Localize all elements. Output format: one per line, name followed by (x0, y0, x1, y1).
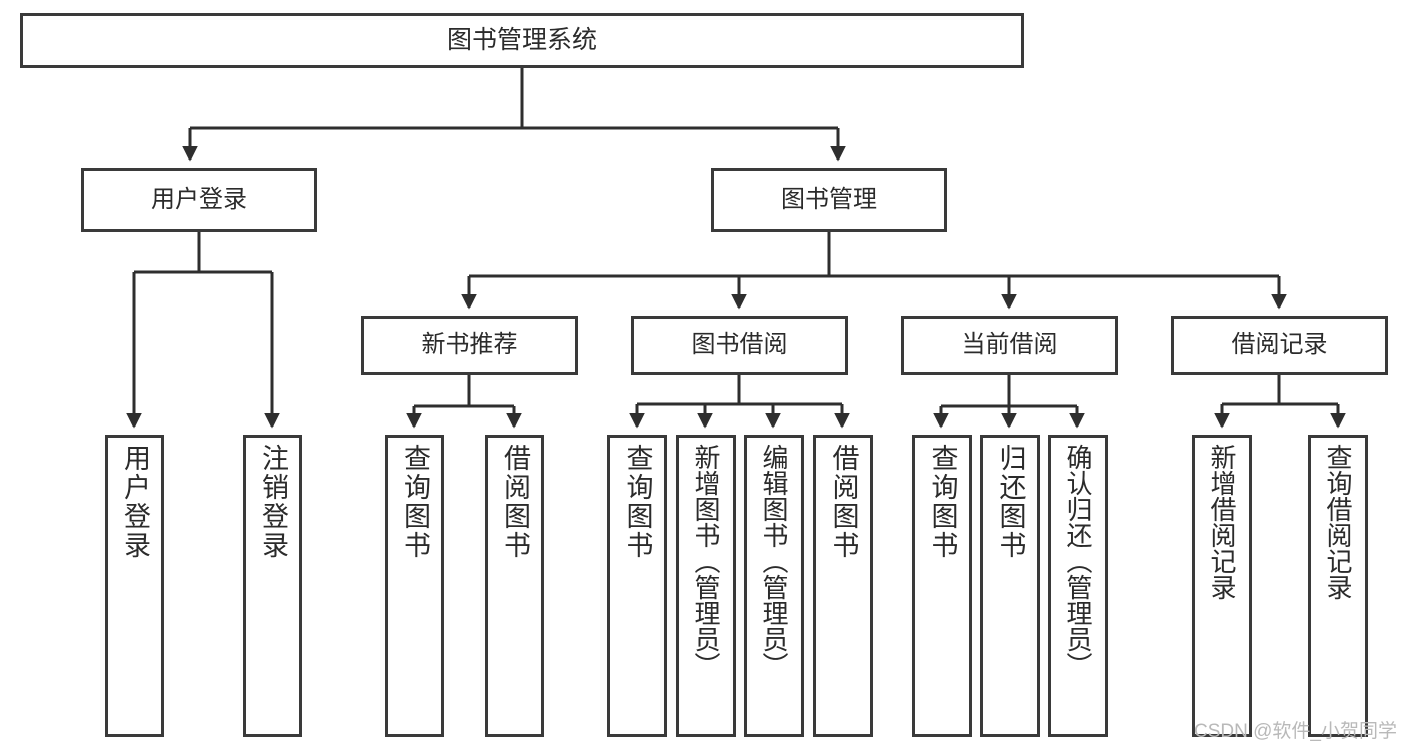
node-label: 新书推荐 (421, 331, 518, 359)
node-user-login[interactable]: 用户登录 (81, 168, 317, 232)
node-book-management[interactable]: 图书管理 (711, 168, 947, 232)
node-label: 查询图书 (927, 444, 958, 560)
node-label: 查询借阅记录 (1323, 444, 1353, 600)
leaf-user-login[interactable]: 用户登录 (105, 435, 164, 737)
leaf-add-borrow-record[interactable]: 新增借阅记录 (1192, 435, 1252, 737)
node-label: 查询图书 (400, 444, 430, 560)
node-label: 新增借阅记录 (1207, 444, 1237, 600)
node-root-system[interactable]: 图书管理系统 (20, 13, 1024, 68)
node-label: 注销登录 (258, 444, 288, 560)
node-label: 借阅记录 (1231, 331, 1328, 359)
leaf-confirm-return-admin[interactable]: 确认归还（管理员） (1048, 435, 1108, 737)
leaf-borrow-book-recommend[interactable]: 借阅图书 (485, 435, 544, 737)
node-label: 当前借阅 (961, 331, 1058, 359)
node-label: 查询图书 (622, 444, 653, 560)
leaf-add-book-admin[interactable]: 新增图书（管理员） (676, 435, 736, 737)
node-borrow-record[interactable]: 借阅记录 (1171, 316, 1388, 375)
leaf-query-book-current[interactable]: 查询图书 (912, 435, 972, 737)
node-label: 归还图书 (995, 444, 1026, 560)
node-label: 图书管理 (781, 185, 877, 213)
leaf-borrow-book[interactable]: 借阅图书 (813, 435, 873, 737)
node-label: 用户登录 (151, 185, 247, 213)
leaf-query-borrow-record[interactable]: 查询借阅记录 (1308, 435, 1368, 737)
node-new-book-recommend[interactable]: 新书推荐 (361, 316, 578, 375)
csdn-watermark: CSDN @软件_小贺同学 (1194, 721, 1397, 742)
node-label: 用户登录 (120, 444, 150, 560)
node-label: 编辑图书（管理员） (759, 444, 789, 678)
node-current-borrow[interactable]: 当前借阅 (901, 316, 1118, 375)
node-label: 新增图书（管理员） (691, 444, 721, 678)
node-label: 借阅图书 (828, 444, 859, 560)
leaf-logout[interactable]: 注销登录 (243, 435, 302, 737)
leaf-query-book-borrow[interactable]: 查询图书 (607, 435, 667, 737)
leaf-query-book-recommend[interactable]: 查询图书 (385, 435, 444, 737)
node-label: 图书管理系统 (446, 25, 597, 54)
node-label: 借阅图书 (500, 444, 530, 560)
node-label: 图书借阅 (691, 331, 788, 359)
leaf-edit-book-admin[interactable]: 编辑图书（管理员） (744, 435, 804, 737)
node-label: 确认归还（管理员） (1063, 444, 1093, 678)
leaf-return-book[interactable]: 归还图书 (980, 435, 1040, 737)
node-book-borrow[interactable]: 图书借阅 (631, 316, 848, 375)
